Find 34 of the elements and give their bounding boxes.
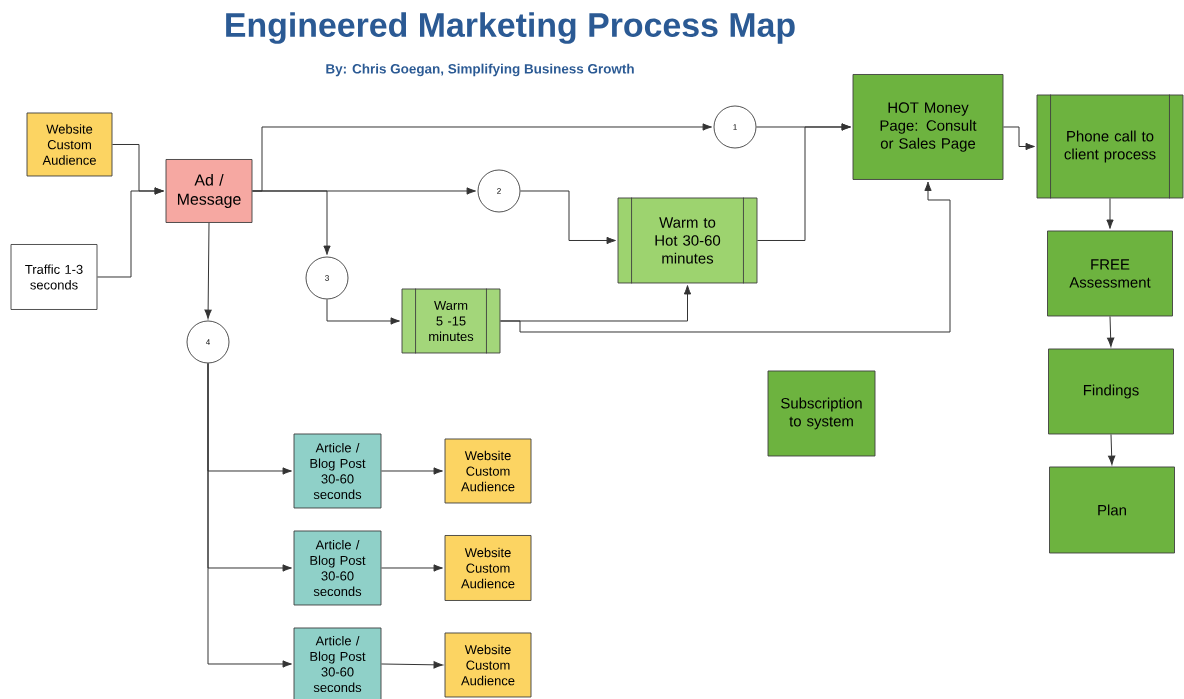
arrow <box>207 362 292 668</box>
subprocess-box: Warm to Hot 30-60 minutes <box>617 197 758 284</box>
subprocess-box: Warm 5 -15 minutes <box>401 288 501 354</box>
arrow <box>1108 433 1116 465</box>
process-box: Website Custom Audience <box>444 632 532 698</box>
arrow <box>380 661 443 669</box>
process-box: HOT Money Page: Consult or Sales Page <box>852 74 1004 180</box>
arrow <box>1002 126 1035 151</box>
process-box: Website Custom Audience <box>444 535 532 601</box>
process-box: Ad / Message <box>165 159 253 223</box>
arrow <box>204 222 212 319</box>
process-box: Article / Blog Post 30-60 seconds <box>293 530 382 606</box>
arrow <box>756 123 851 241</box>
arrow <box>499 181 951 333</box>
title: Engineered Marketing Process Map <box>226 12 795 44</box>
subtitle: By: Chris Goegan, Simplifying Business Growth <box>326 63 634 77</box>
process-box: Subscription to system <box>767 370 876 457</box>
arrow <box>1107 315 1115 347</box>
arrow <box>380 564 443 572</box>
process-box: Article / Blog Post 30-60 seconds <box>293 627 382 699</box>
arrow <box>251 190 331 255</box>
process-box: FREE Assessment <box>1047 230 1173 317</box>
arrow <box>519 190 616 245</box>
arrow <box>380 467 443 475</box>
process-box: Findings <box>1048 348 1174 435</box>
arrow <box>326 298 400 325</box>
arrow <box>1106 197 1114 229</box>
process-box: Plan <box>1049 466 1175 554</box>
process-box: Website Custom Audience <box>26 112 113 177</box>
process-box: Traffic 1-3 seconds <box>10 244 98 310</box>
process-box: Article / Blog Post 30-60 seconds <box>293 433 382 509</box>
arrow <box>96 187 164 278</box>
subprocess-box: Phone call to client process <box>1036 94 1184 199</box>
process-box: Website Custom Audience <box>444 438 532 504</box>
